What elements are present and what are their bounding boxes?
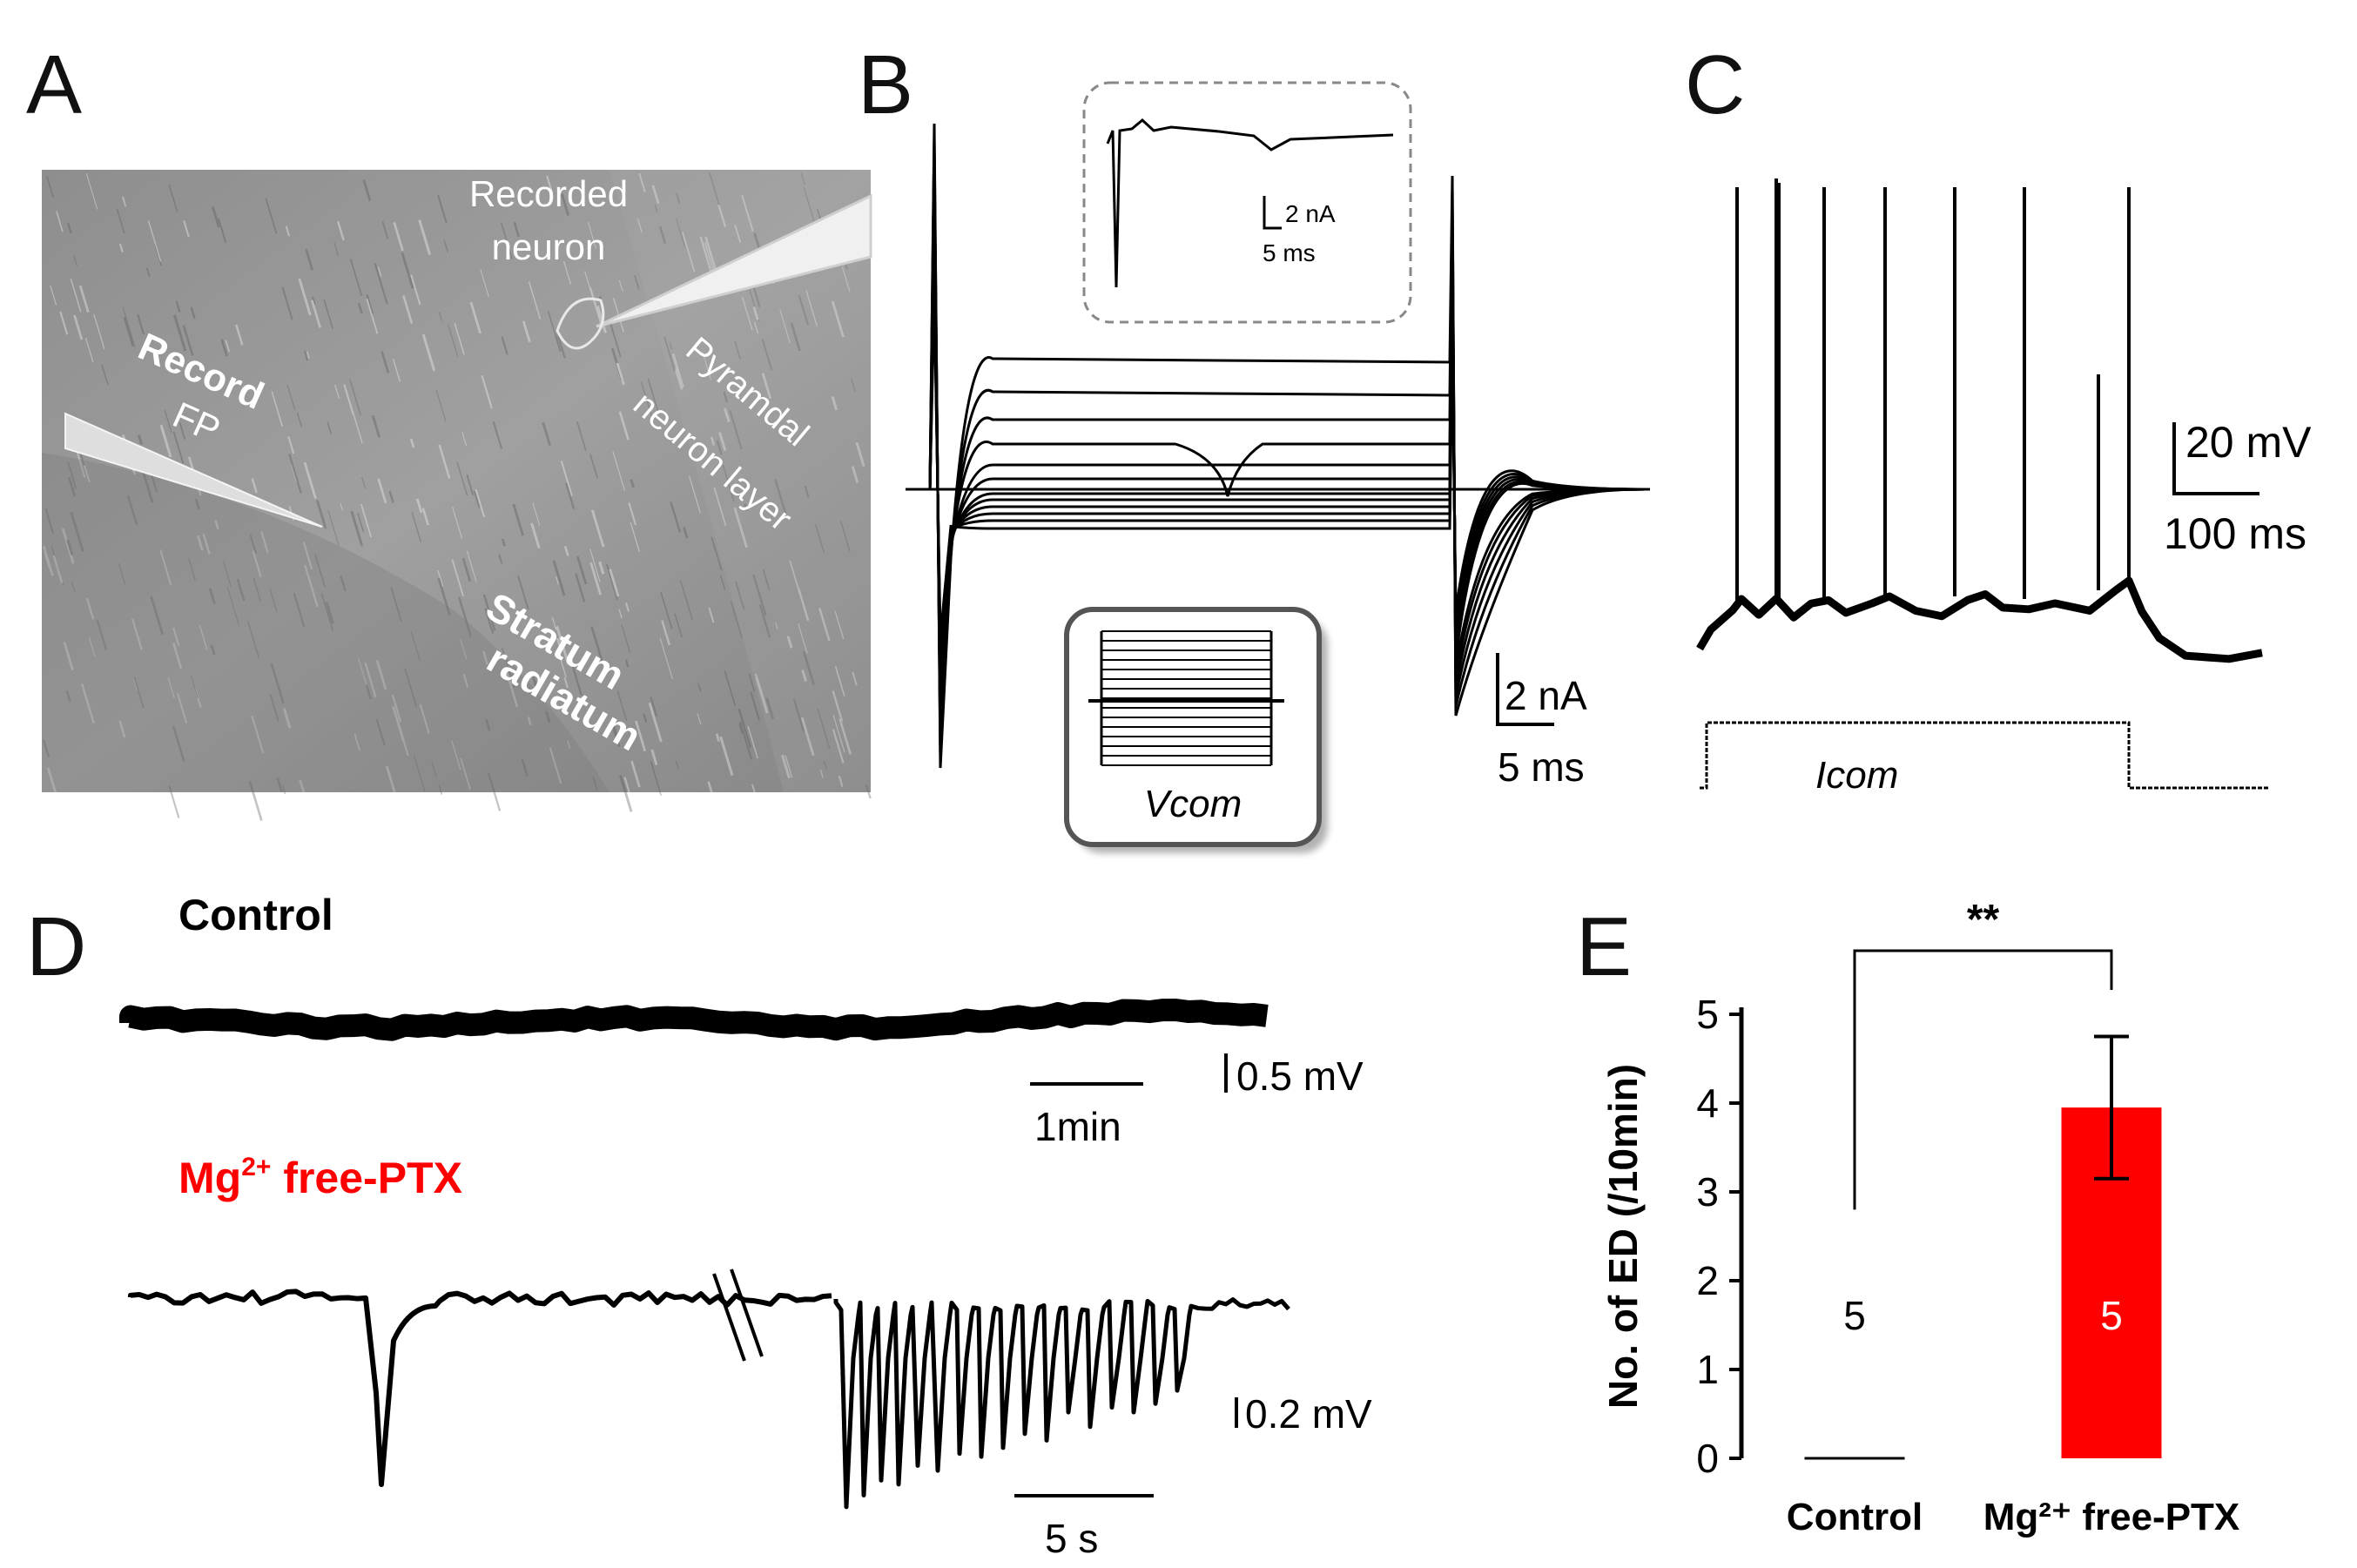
membrane-potential-trace: [1696, 576, 2263, 663]
x-tick-label: Control: [1787, 1496, 1923, 1538]
significance-bracket: [1853, 949, 2113, 1210]
current-traces: [906, 123, 1650, 769]
inset-frame: [1082, 81, 1412, 324]
action-potentials: [1735, 178, 2131, 601]
icom-label: Icom: [1815, 754, 1898, 797]
y-tick-label: 0: [1696, 1436, 1719, 1481]
label-recorded: Recorded: [469, 173, 628, 214]
control-label: Control: [178, 891, 333, 939]
panel-d-letter: D: [26, 900, 86, 993]
recording-pipette: [596, 193, 872, 328]
voltage-protocol-steps: [1088, 630, 1284, 766]
significance-label: **: [1967, 897, 2000, 943]
panel-c-letter: C: [1685, 38, 1745, 131]
n-label: 5: [2100, 1293, 2123, 1338]
y-tick-label: 2: [1696, 1258, 1719, 1303]
label-neuron: neuron: [492, 226, 606, 267]
panel-b-scale-time: 5 ms: [1498, 744, 1585, 790]
panel-a-letter: A: [26, 38, 82, 131]
treatment-scale-time: 5 s: [1045, 1516, 1098, 1561]
panel-a: A Recorded neuron Record FP Pyramdal neu…: [26, 38, 872, 825]
control-scale-time: 1min: [1034, 1104, 1121, 1149]
x-tick-label: Mg²⁺ free-PTX: [1983, 1496, 2240, 1538]
inset-trace: [1106, 118, 1394, 288]
inset-scale-current: 2 nA: [1285, 200, 1336, 227]
y-tick-label: 5: [1696, 992, 1719, 1037]
y-tick-label: 3: [1696, 1169, 1719, 1215]
y-tick-label: 4: [1696, 1080, 1719, 1126]
panel-b-letter: B: [858, 38, 913, 131]
treatment-field-trace-2: [833, 1297, 1290, 1510]
y-axis-label: No. of ED (/10min): [1600, 1064, 1646, 1409]
panel-e-letter: E: [1576, 900, 1632, 993]
panel-c-scale-time: 100 ms: [2164, 509, 2306, 558]
panel-b-scale-current: 2 nA: [1505, 673, 1587, 718]
panel-c: C Icom 20 mV 100 ms: [1685, 38, 2312, 797]
recorded-neuron-outline: [556, 297, 605, 350]
field-potential-electrode: [64, 412, 323, 528]
treatment-scale-voltage: 0.2 mV: [1245, 1391, 1372, 1437]
panel-b: B 2 nA 5 ms Vcom 2 nA 5 ms: [858, 38, 1650, 853]
current-step-protocol: [1700, 721, 2268, 790]
panel-b-scale-bar: [1496, 653, 1554, 726]
control-field-trace: [119, 999, 1269, 1041]
control-scale-voltage: 0.5 mV: [1236, 1053, 1364, 1099]
panel-d: D Control 0.5 mV 1min Mg2+ free-PTX 0.2 …: [26, 891, 1372, 1561]
y-tick-label: 1: [1696, 1347, 1719, 1392]
vcom-label: Vcom: [1144, 783, 1242, 825]
panel-c-scale-voltage: 20 mV: [2185, 418, 2312, 467]
axis-break-mark: [712, 1269, 764, 1362]
inset-scale-time: 5 ms: [1263, 239, 1316, 266]
treatment-label: Mg2+ free-PTX: [178, 1153, 462, 1202]
inset-scale-bar: [1263, 196, 1282, 230]
treatment-field-trace-1: [128, 1289, 832, 1487]
panel-c-scale-bar: [2172, 422, 2259, 495]
n-label: 5: [1843, 1293, 1866, 1338]
